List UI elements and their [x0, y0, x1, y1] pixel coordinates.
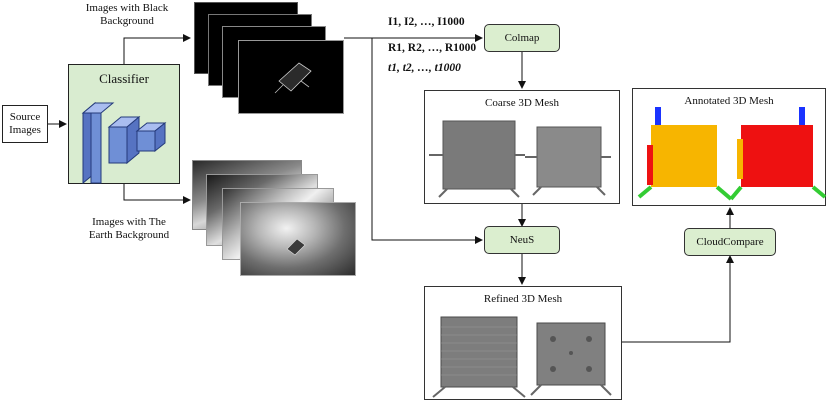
coarse-mesh-title: Coarse 3D Mesh [485, 97, 559, 109]
black-image-4 [238, 40, 344, 114]
black-bg-label: Images with Black Background [85, 2, 169, 27]
cloudcompare-box: CloudCompare [684, 228, 776, 256]
refined-mesh-render [432, 316, 612, 398]
arrow-black-to-neus [371, 38, 483, 244]
arrow-classifier-to-black [123, 34, 191, 64]
classifier-network-icon [81, 101, 167, 185]
earth-image-4 [240, 202, 356, 276]
colmap-label: Colmap [504, 32, 540, 44]
neus-label: NeuS [509, 234, 535, 246]
input-rotations-text: R1, R2, …, R1000 [388, 42, 477, 54]
classifier-label: Classifier [99, 71, 149, 86]
arrow-classifier-to-earth [123, 184, 191, 204]
source-images-box: Source Images [2, 105, 48, 143]
colmap-box: Colmap [484, 24, 560, 52]
refined-mesh-title: Refined 3D Mesh [483, 293, 563, 305]
coarse-mesh-panel: Coarse 3D Mesh [424, 90, 620, 204]
source-images-label: Source Images [9, 111, 41, 136]
input-translations-text: t1, t2, …, t1000 [388, 62, 461, 74]
refined-mesh-panel: Refined 3D Mesh [424, 286, 622, 400]
annotated-mesh-title: Annotated 3D Mesh [684, 95, 774, 107]
neus-box: NeuS [484, 226, 560, 254]
satellite-icon [274, 62, 312, 94]
coarse-mesh-render [429, 120, 611, 198]
annotated-mesh-panel: Annotated 3D Mesh [632, 88, 827, 206]
earth-bg-label: Images with The Earth Background [88, 216, 170, 241]
input-images-text: I1, I2, …, I1000 [388, 16, 465, 28]
arrow-refined-to-cloudcompare [622, 255, 734, 343]
satellite-over-earth-icon [286, 238, 306, 256]
classifier-box: Classifier [68, 64, 180, 185]
annotated-mesh-render [637, 107, 827, 201]
cloudcompare-label: CloudCompare [696, 236, 764, 248]
